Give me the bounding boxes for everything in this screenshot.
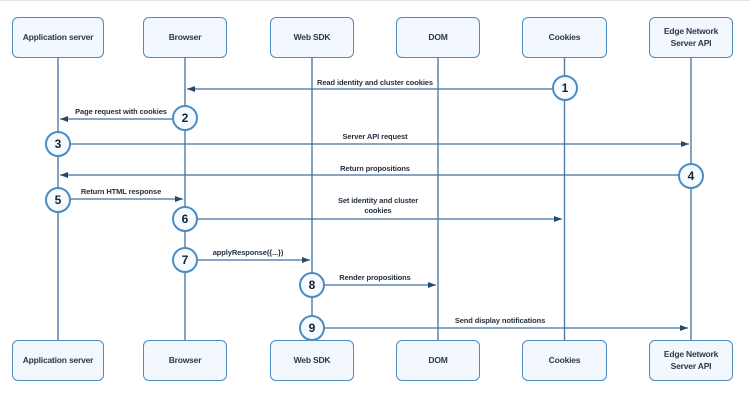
step-number: 4 — [687, 169, 695, 183]
message-label-step-4: Return propositions — [340, 164, 410, 173]
step-circle-5: 5 — [45, 187, 71, 213]
step-number: 6 — [181, 212, 189, 226]
message-label-step-1: Read identity and cluster cookies — [317, 78, 433, 87]
participant-label: Edge Network Server API — [663, 349, 719, 371]
participant-label: DOM — [428, 354, 448, 365]
participant-box-application-server-top: Application server — [12, 17, 104, 58]
participant-label: Cookies — [548, 31, 581, 42]
step-circle-9: 9 — [299, 315, 325, 341]
step-circle-7: 7 — [172, 247, 198, 273]
participant-label: Application server — [22, 31, 94, 42]
participant-box-cookies-bottom: Cookies — [522, 340, 607, 381]
step-circle-3: 3 — [45, 131, 71, 157]
participant-box-edge-network-bottom: Edge Network Server API — [649, 340, 733, 381]
participant-box-web-sdk-bottom: Web SDK — [270, 340, 354, 381]
participant-box-cookies-top: Cookies — [522, 17, 607, 58]
message-label-step-6: Set identity and cluster cookies — [337, 196, 419, 216]
participant-box-web-sdk-top: Web SDK — [270, 17, 354, 58]
participant-label: Browser — [168, 354, 202, 365]
participant-label: Web SDK — [293, 354, 331, 365]
step-number: 3 — [54, 137, 62, 151]
participant-box-dom-bottom: DOM — [396, 340, 480, 381]
participant-box-edge-network-top: Edge Network Server API — [649, 17, 733, 58]
step-number: 9 — [308, 321, 316, 335]
participant-label: Web SDK — [293, 31, 331, 42]
step-number: 1 — [561, 81, 569, 95]
participant-box-application-server-bottom: Application server — [12, 340, 104, 381]
participant-box-browser-top: Browser — [143, 17, 227, 58]
participant-box-dom-top: DOM — [396, 17, 480, 58]
participant-box-browser-bottom: Browser — [143, 340, 227, 381]
step-number: 7 — [181, 253, 189, 267]
step-circle-4: 4 — [678, 163, 704, 189]
step-number: 2 — [181, 111, 189, 125]
step-circle-8: 8 — [299, 272, 325, 298]
message-label-step-3: Server API request — [342, 132, 408, 141]
message-label-step-8: Render propositions — [339, 273, 411, 282]
participant-label: Cookies — [548, 354, 581, 365]
step-circle-1: 1 — [552, 75, 578, 101]
step-circle-2: 2 — [172, 105, 198, 131]
step-number: 5 — [54, 193, 62, 207]
message-label-step-2: Page request with cookies — [75, 107, 167, 116]
step-circle-6: 6 — [172, 206, 198, 232]
step-number: 8 — [308, 278, 316, 292]
participant-label: Browser — [168, 31, 202, 42]
participant-label: Application server — [22, 354, 94, 365]
message-label-step-7: applyResponse({...}) — [212, 248, 284, 257]
participant-label: DOM — [428, 31, 448, 42]
participant-label: Edge Network Server API — [663, 26, 719, 48]
message-label-step-9: Send display notifications — [454, 316, 546, 325]
message-label-step-5: Return HTML response — [80, 187, 162, 196]
